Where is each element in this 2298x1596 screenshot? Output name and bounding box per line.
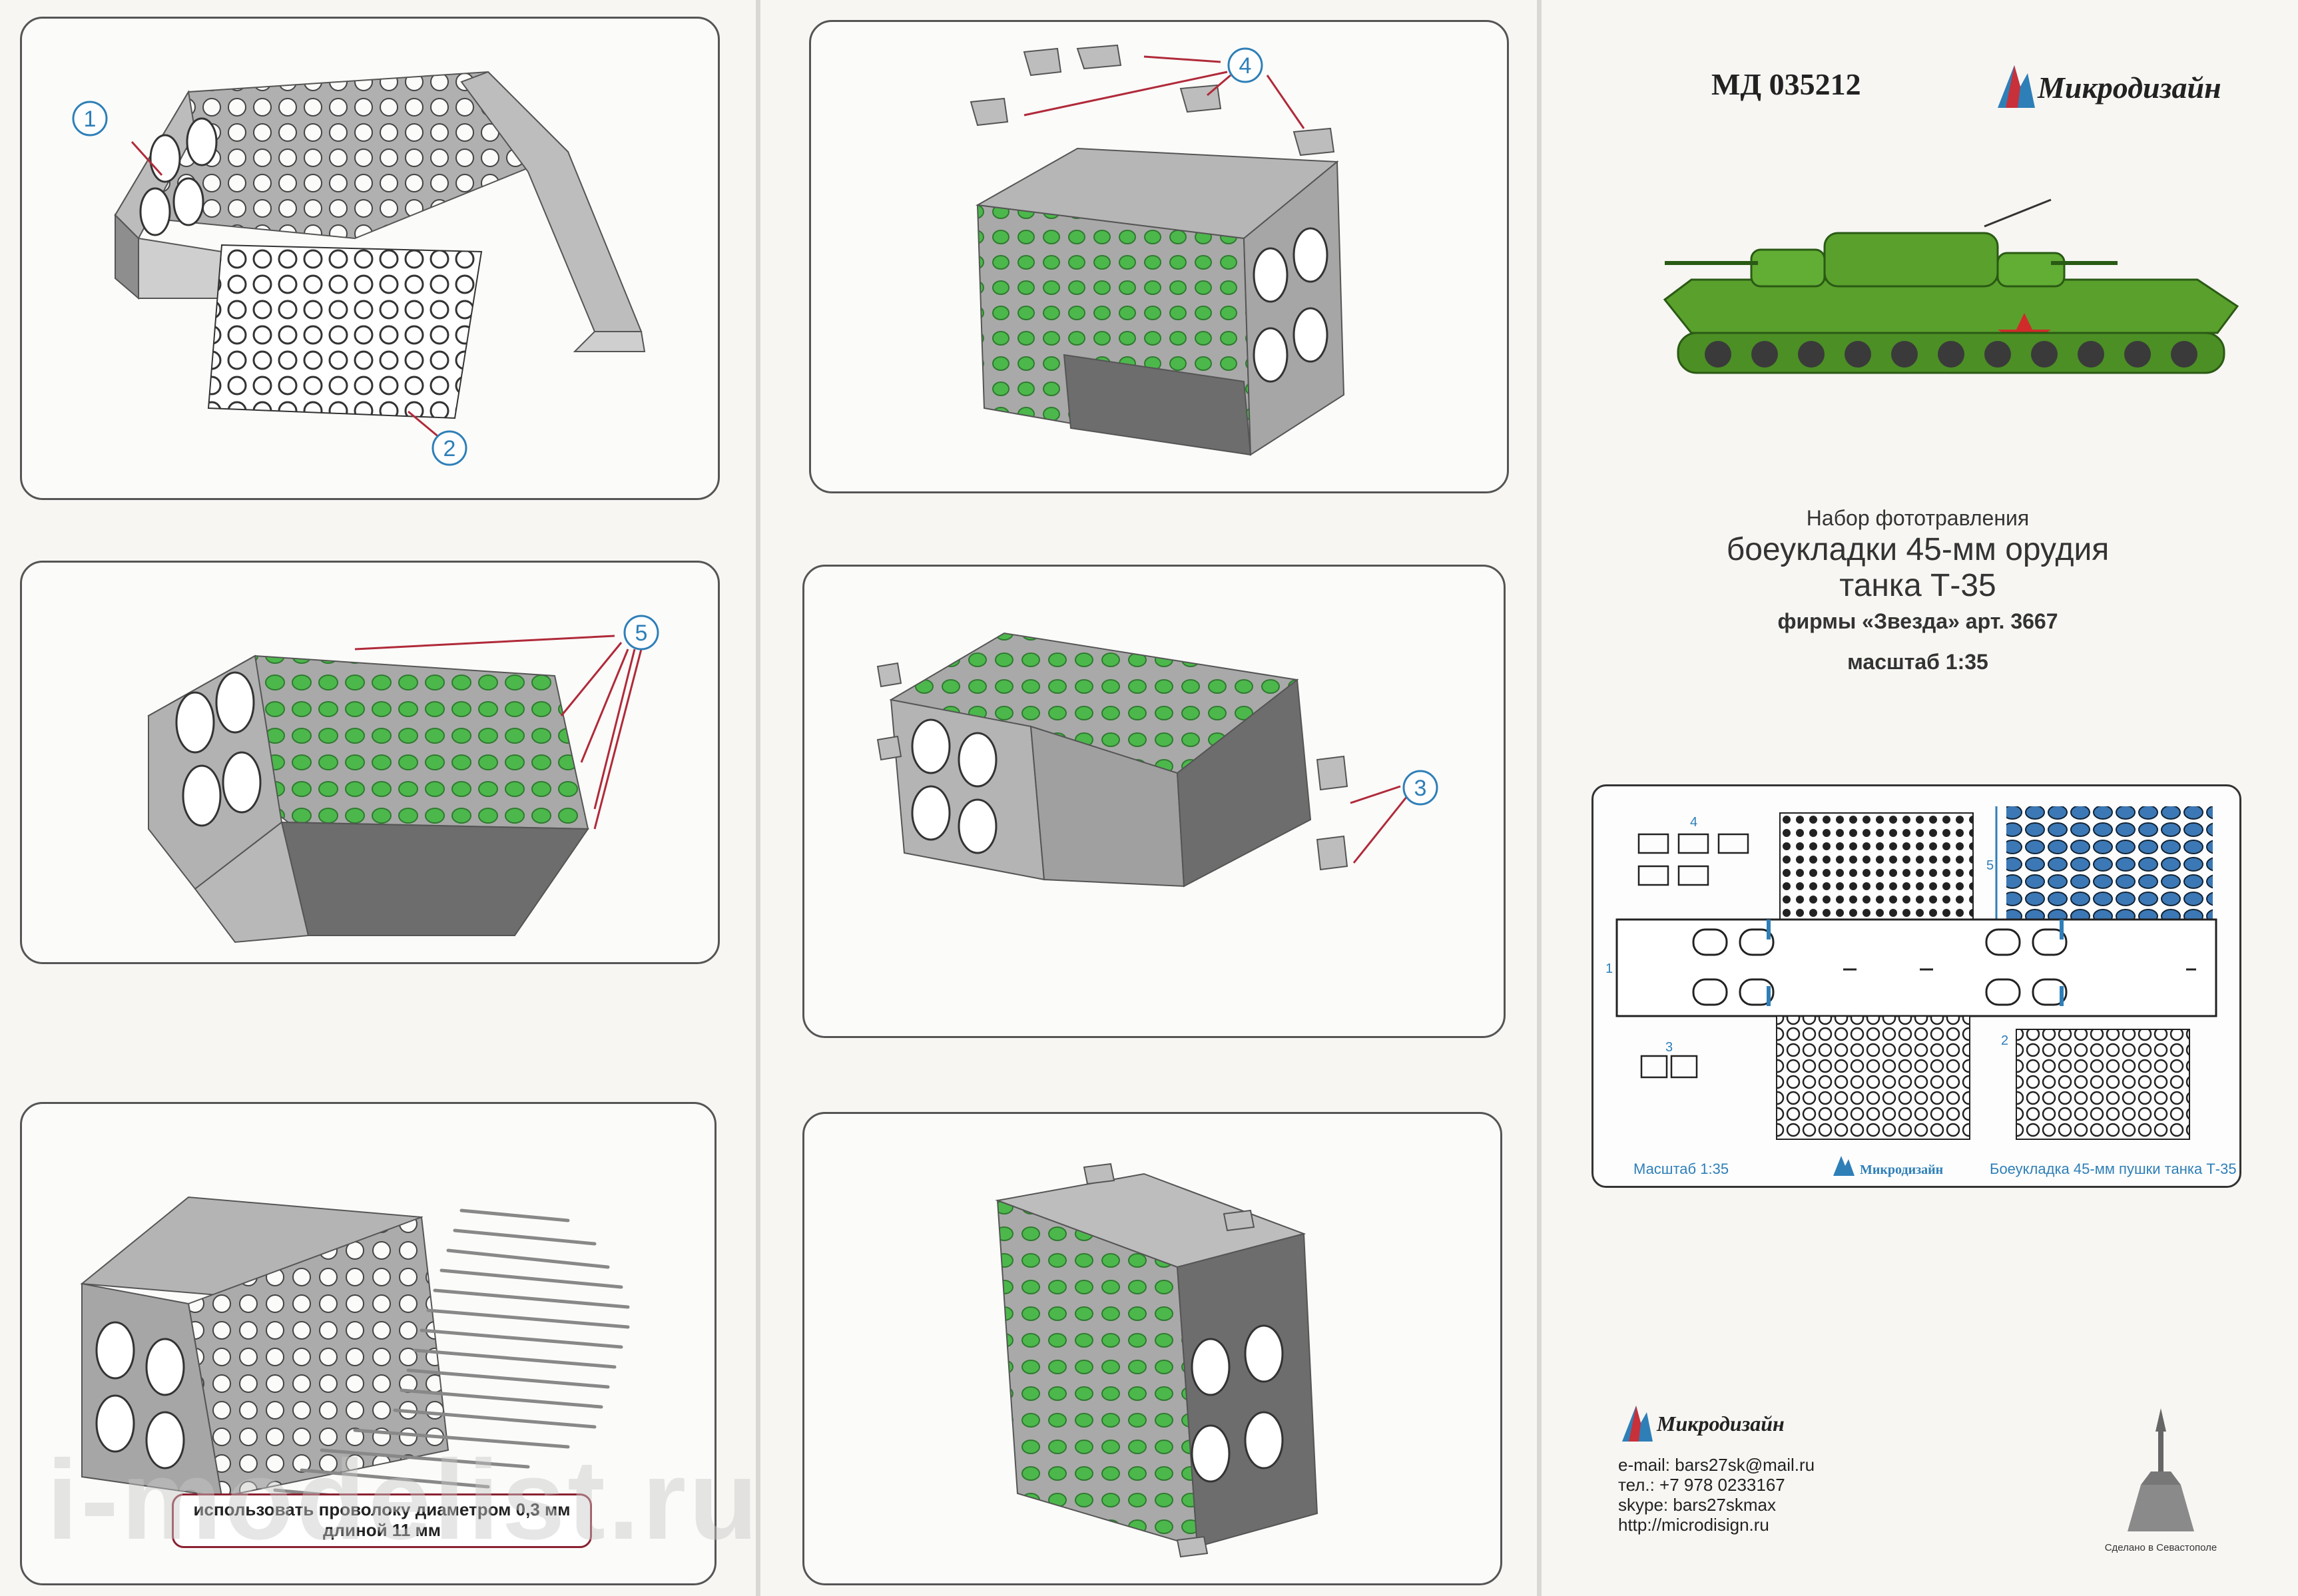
monument-icon [2128, 1408, 2194, 1531]
maker-line: фирмы «Звезда» арт. 3667 [1777, 609, 2058, 633]
wire-note-line2: длиной 11 мм [323, 1520, 441, 1540]
fret-parts-layout: 4 5 1 2 3 Масштаб 1:35 Микродизайн Боеук… [1605, 806, 2237, 1177]
cover-assembly-drawing: 1 2 [72, 71, 646, 466]
contact-skype: skype: bars27skmax [1618, 1495, 1776, 1515]
step-panel-1: 1 2 [20, 17, 720, 500]
t35-tank-illustration [1663, 198, 2239, 374]
set-title-line2: боеукладки 45-мм орудия [1726, 532, 2110, 567]
fret-label-5: 5 [1986, 858, 1994, 873]
contact-phone: тел.: +7 978 0233167 [1618, 1475, 1785, 1495]
contact-email[interactable]: e-mail: bars27sk@mail.ru [1618, 1455, 1815, 1475]
set-title-line1: Набор фототравления [1806, 506, 2030, 530]
product-code: МД 035212 [1711, 67, 1861, 101]
green-cells-drawing: 5 [147, 615, 659, 943]
callout-label-1: 1 [84, 107, 97, 132]
set-title-line3: танка Т-35 [1839, 568, 1996, 603]
brand-name: Микродизайн [2038, 71, 2221, 105]
callout-label-5: 5 [635, 621, 648, 646]
fret-label-3: 3 [1665, 1040, 1673, 1055]
watermark-text: i-modelist.ru [47, 1437, 761, 1563]
scale-line: масштаб 1:35 [1847, 650, 1988, 674]
callout-label-3: 3 [1414, 776, 1427, 801]
made-in-label: Сделано в Севастополе [2104, 1542, 2217, 1553]
contact-brand: Микродизайн [1657, 1412, 1785, 1436]
wire-note-line1: использовать проволоку диаметром 0,3 мм [193, 1499, 571, 1519]
box-top-drawing: 4 [970, 44, 1345, 456]
fold-line-left [756, 0, 760, 1596]
callout-2 [431, 430, 467, 466]
contact-brand-logo-icon [1622, 1406, 1653, 1442]
fret-diagram: 4 5 1 2 3 Масштаб 1:35 Микродизайн Боеук… [1591, 784, 2241, 1188]
fret-label-4: 4 [1690, 815, 1697, 830]
callout-3 [1402, 770, 1438, 806]
fret-footer-brand: Микродизайн [1860, 1163, 1943, 1177]
brand-logo-icon [1998, 65, 2035, 108]
step-panel-4: 4 [809, 20, 1509, 493]
fold-line-right [1537, 0, 1542, 1596]
callout-5 [623, 615, 659, 651]
step-panel-3: использовать проволоку диаметром 0,3 мм … [20, 1102, 717, 1585]
callout-label-2: 2 [443, 436, 456, 461]
callout-4 [1227, 47, 1263, 83]
contact-site[interactable]: http://microdisign.ru [1618, 1515, 1769, 1535]
final-assembly-drawing [995, 1163, 1318, 1558]
step-panel-6 [802, 1112, 1502, 1585]
fret-footer-scale: Масштаб 1:35 [1633, 1161, 1729, 1177]
step-panel-2: 5 [20, 561, 720, 964]
fret-label-1: 1 [1605, 961, 1613, 976]
fret-footer-title: Боеукладка 45-мм пушки танка Т-35 [1990, 1161, 2237, 1177]
fret-label-2: 2 [2001, 1033, 2008, 1048]
callout-1 [72, 101, 108, 136]
step-panel-5: 3 [802, 565, 1506, 1038]
side-tabs-drawing: 3 [876, 632, 1438, 888]
callout-label-4: 4 [1239, 53, 1252, 79]
wire-note-box: использовать проволоку диаметром 0,3 мм … [172, 1493, 592, 1548]
